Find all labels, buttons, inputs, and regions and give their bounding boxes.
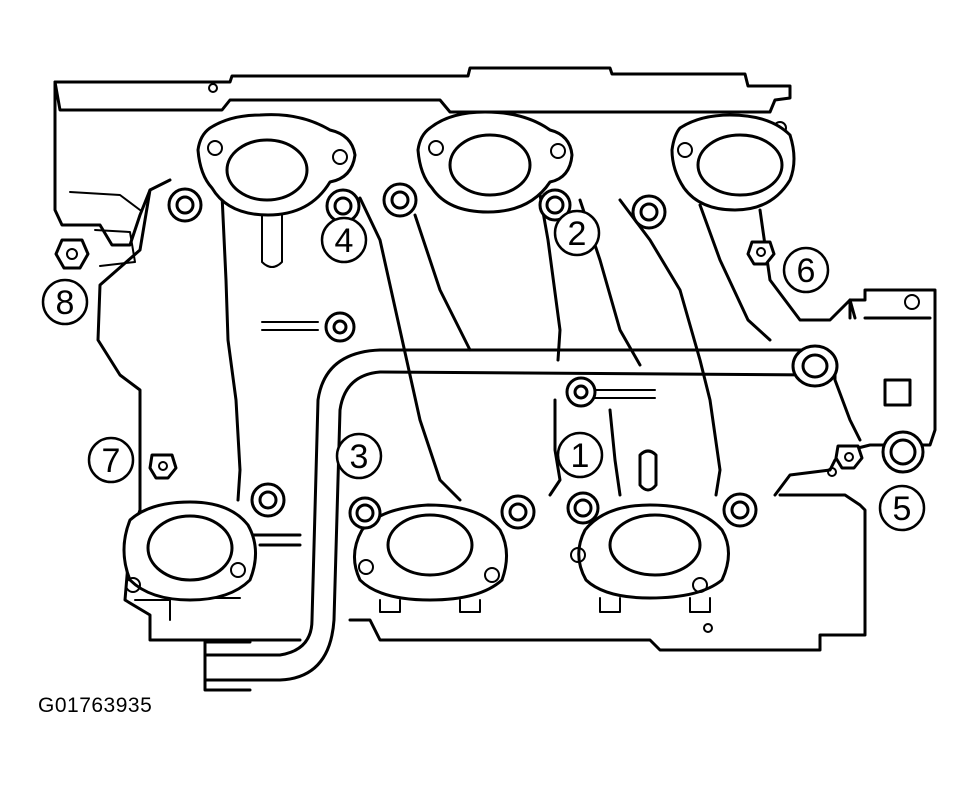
stud-lower-mid [500, 494, 536, 530]
middle-runners [358, 193, 857, 502]
bolts [54, 182, 925, 530]
stud-center [324, 311, 356, 343]
figure-code: G01763935 [38, 694, 153, 717]
callout-3-label: 3 [350, 438, 369, 476]
left-runner [96, 188, 319, 642]
stud-top-left [167, 187, 203, 223]
callout-8: 8 [41, 278, 89, 326]
throttle-body [833, 288, 937, 452]
callout-2-label: 2 [568, 215, 587, 253]
callout-8-label: 8 [56, 284, 75, 322]
callout-6-label: 6 [797, 252, 816, 290]
stud-lower-left [250, 482, 286, 518]
callout-2: 2 [553, 209, 601, 257]
bolt-1 [566, 491, 600, 525]
bolt-7 [148, 453, 178, 480]
callout-7: 7 [87, 436, 135, 484]
callout-6: 6 [782, 246, 830, 294]
callout-5-label: 5 [893, 490, 912, 528]
upper-port-right [670, 113, 796, 212]
bolt-6 [746, 240, 776, 266]
callout-4-label: 4 [335, 222, 354, 260]
lower-port-right [570, 503, 730, 613]
bolt-3 [348, 496, 382, 530]
callout-1-label: 1 [571, 437, 590, 475]
callout-1: 1 [556, 431, 604, 479]
stud-top-right [631, 194, 667, 230]
bolt-2 [538, 188, 572, 222]
lower-port-middle [353, 503, 508, 613]
stud-top-mid [382, 182, 418, 218]
callout-4: 4 [320, 216, 368, 264]
stud-lower-right [722, 492, 758, 528]
bolt-5 [881, 430, 925, 474]
bolt-8 [54, 238, 90, 270]
upper-port-left [196, 113, 357, 217]
bolt-9 [834, 444, 864, 470]
upper-port-middle [416, 110, 574, 214]
stud-mid-right [565, 376, 597, 408]
callout-3: 3 [335, 432, 383, 480]
lower-port-left [122, 500, 257, 602]
bypass-tube [203, 344, 839, 692]
callout-7-label: 7 [102, 442, 121, 480]
callout-5: 5 [878, 484, 926, 532]
